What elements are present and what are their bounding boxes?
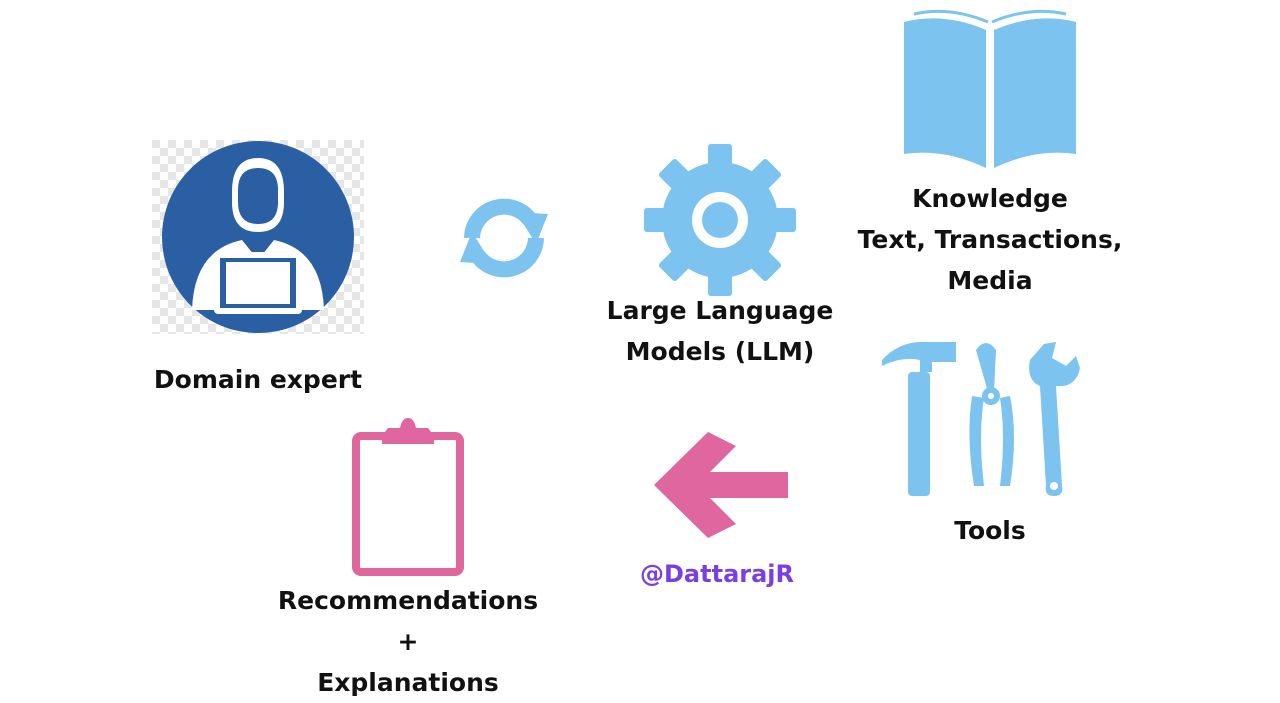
- recommendations-label: Recommendations + Explanations: [248, 580, 568, 703]
- llm-label-line: Models (LLM): [625, 337, 815, 366]
- tools-node: [880, 336, 1090, 500]
- domain-expert-label: Domain expert: [153, 365, 363, 394]
- tools-label: Tools: [954, 516, 1026, 545]
- recommendations-node: [352, 416, 464, 576]
- llm-label-line: Large Language: [606, 296, 834, 325]
- arrow-connector: [654, 432, 788, 538]
- user-at-laptop-icon: [152, 140, 364, 334]
- llm-node: [640, 140, 800, 300]
- knowledge-label: Knowledge Text, Transactions, Media: [840, 178, 1140, 301]
- gear-icon: [644, 144, 796, 296]
- knowledge-label-line: Text, Transactions,: [857, 225, 1123, 254]
- open-book-icon: [904, 9, 1076, 168]
- author-handle: @DattarajR: [640, 560, 794, 588]
- knowledge-label-line: Media: [947, 266, 1033, 295]
- clipboard-icon: [352, 418, 464, 576]
- recommendations-label-line: Explanations: [317, 668, 499, 697]
- domain-expert-node: [152, 140, 364, 334]
- recommendations-label-line: +: [397, 627, 419, 656]
- refresh-cycle-icon: [460, 198, 548, 278]
- knowledge-node: [900, 8, 1080, 172]
- tools-icon: [882, 341, 1080, 496]
- left-arrow-icon: [654, 432, 788, 538]
- llm-label: Large Language Models (LLM): [580, 290, 860, 372]
- recommendations-label-line: Recommendations: [277, 586, 539, 615]
- knowledge-label-line: Knowledge: [912, 184, 1068, 213]
- cycle-connector: [444, 192, 564, 284]
